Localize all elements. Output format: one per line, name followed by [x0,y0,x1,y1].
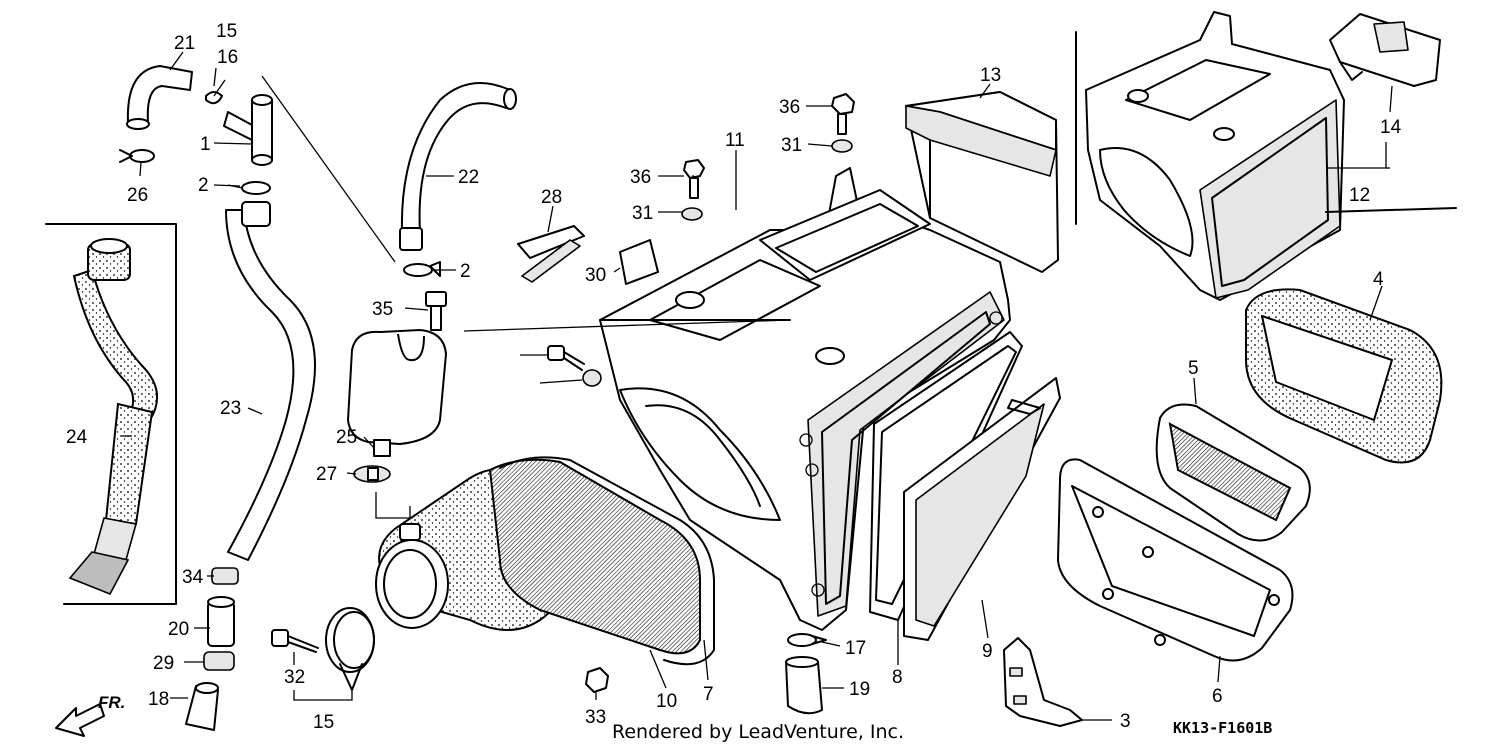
callout-1: 1 [200,134,211,155]
callout-26: 26 [127,185,148,206]
callout-15-bottom: 15 [313,712,334,733]
tube-23 [225,201,316,561]
upper-case-12 [1075,11,1345,301]
leader-lines [122,51,1393,721]
callout-11: 11 [725,130,745,151]
callout-15-top: 15 [216,21,237,42]
joint-20 [207,596,235,647]
duct-assembly [375,456,715,666]
callout-20: 20 [168,619,189,640]
nut-33 [585,667,609,693]
tube-22 [399,82,517,251]
callout-29: 29 [153,653,174,674]
clip-17 [787,633,827,647]
callout-24: 24 [66,427,88,448]
bracket-3 [1003,637,1083,727]
callout-labels: 21 15 16 1 2 26 22 24 23 2 35 25 27 34 2… [66,21,1402,733]
bolt-36-a [831,93,855,135]
callout-25: 25 [336,427,357,448]
callout-31-a: 31 [781,135,802,156]
callout-31-b: 31 [632,203,653,224]
tube-19 [785,656,823,715]
drain-hose-24 [68,238,158,596]
collar-31-c [582,369,602,387]
clip-26 [119,149,155,163]
cap-18 [185,682,219,731]
callout-23: 23 [220,398,241,419]
clip-2-upper [227,181,271,195]
callout-4: 4 [1373,269,1384,290]
diagram-code: KK13-F1601B [1173,719,1272,737]
callout-5: 5 [1188,358,1199,379]
direction-label: FR. [98,693,125,712]
callout-28: 28 [541,187,562,208]
callout-17: 17 [845,638,866,659]
divider-line [1325,207,1457,213]
screw-35 [425,291,447,331]
clamp-15-band [325,607,375,691]
air-cleaner-case-11 [599,167,1011,631]
callout-27: 27 [316,464,337,485]
filter-4 [1245,288,1443,464]
callout-3: 3 [1120,711,1131,732]
collar-31-a [831,139,853,153]
callout-12: 12 [1349,185,1370,206]
callout-6: 6 [1212,686,1223,707]
callout-22: 22 [458,167,479,188]
clip-27 [353,465,391,483]
clip-2-lower [403,261,441,277]
callout-35: 35 [372,299,393,320]
callout-10: 10 [656,691,677,712]
credit-text: Rendered by LeadVenture, Inc. [612,721,904,743]
box-13 [905,91,1059,273]
callout-19: 19 [849,679,870,700]
callout-34: 34 [182,567,204,588]
callout-2-upper: 2 [198,175,209,196]
cover-6 [1057,458,1294,662]
callout-33: 33 [585,707,606,728]
callout-30: 30 [585,265,606,286]
callout-36-b: 36 [630,167,651,188]
filter-5 [1155,403,1311,542]
inset-box [45,223,177,605]
joint-1 [223,94,273,166]
callout-2-lower: 2 [460,261,471,282]
front-direction-arrow: FR. [55,693,125,737]
callout-9: 9 [982,641,993,662]
callout-13: 13 [980,65,1001,86]
element-9 [903,377,1061,641]
tube-21 [126,65,193,130]
bolt-36-c [547,345,585,371]
screw-32 [271,629,319,653]
clip-16 [205,79,226,105]
strap-28 [517,225,585,283]
callout-7: 7 [703,684,714,705]
clip-34 [211,567,239,585]
label-30 [619,239,659,285]
clip-29 [203,651,235,671]
cup-25 [347,329,447,457]
callout-32: 32 [284,667,305,688]
cover-14 [1329,13,1441,87]
callout-36-a: 36 [779,97,800,118]
callout-14: 14 [1380,117,1402,138]
callout-8: 8 [892,667,903,688]
callout-21: 21 [174,33,195,54]
bolt-36-b [683,159,705,199]
callout-16: 16 [217,47,238,68]
callout-18: 18 [148,689,169,710]
collar-31-b [681,207,703,221]
